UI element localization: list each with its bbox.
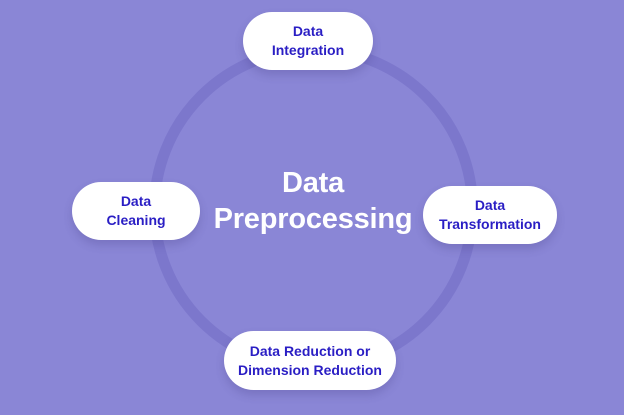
node-data-integration[interactable]: Data Integration bbox=[243, 12, 373, 70]
node-data-cleaning[interactable]: Data Cleaning bbox=[72, 182, 200, 240]
node-data-transformation-label: Data Transformation bbox=[439, 197, 541, 232]
node-data-reduction[interactable]: Data Reduction or Dimension Reduction bbox=[224, 331, 396, 390]
diagram-center-title: Data Preprocessing bbox=[213, 167, 413, 235]
node-data-transformation[interactable]: Data Transformation bbox=[423, 186, 557, 244]
node-data-cleaning-label: Data Cleaning bbox=[106, 193, 166, 228]
node-data-reduction-label: Data Reduction or Dimension Reduction bbox=[238, 342, 382, 378]
node-data-integration-label: Data Integration bbox=[271, 23, 345, 58]
